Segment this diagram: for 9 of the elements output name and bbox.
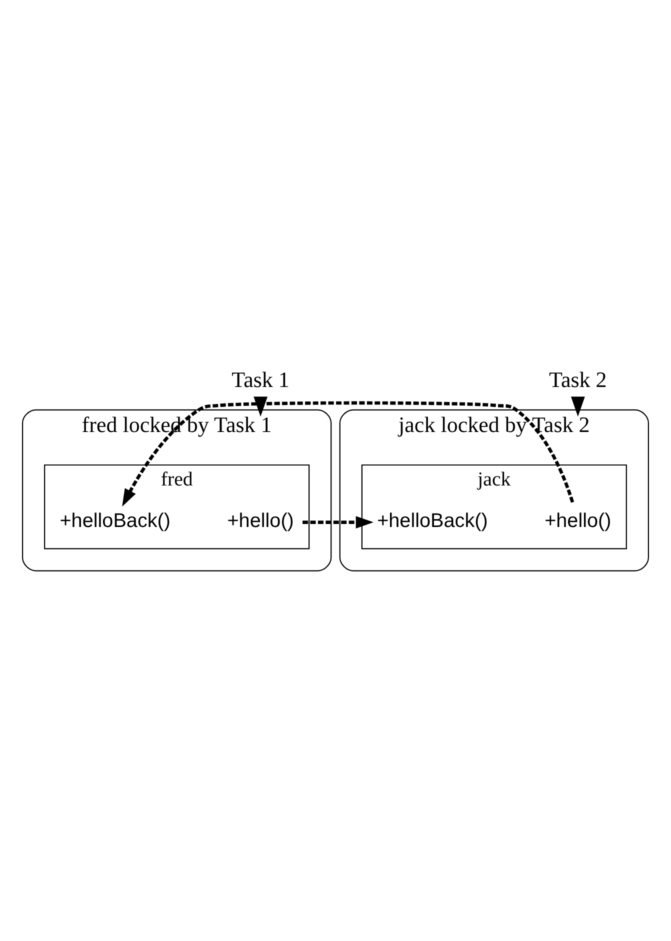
node-text: +helloBack(): [377, 510, 488, 532]
arrow: [570, 396, 585, 417]
node-text: Task 2: [549, 366, 607, 392]
node-text: +helloBack(): [60, 510, 170, 532]
node-text: Task 1: [232, 366, 290, 392]
arrow: [254, 396, 268, 417]
node-text: +hello(): [544, 510, 612, 532]
arrow: [302, 516, 374, 528]
node-text: +hello(): [227, 510, 294, 532]
